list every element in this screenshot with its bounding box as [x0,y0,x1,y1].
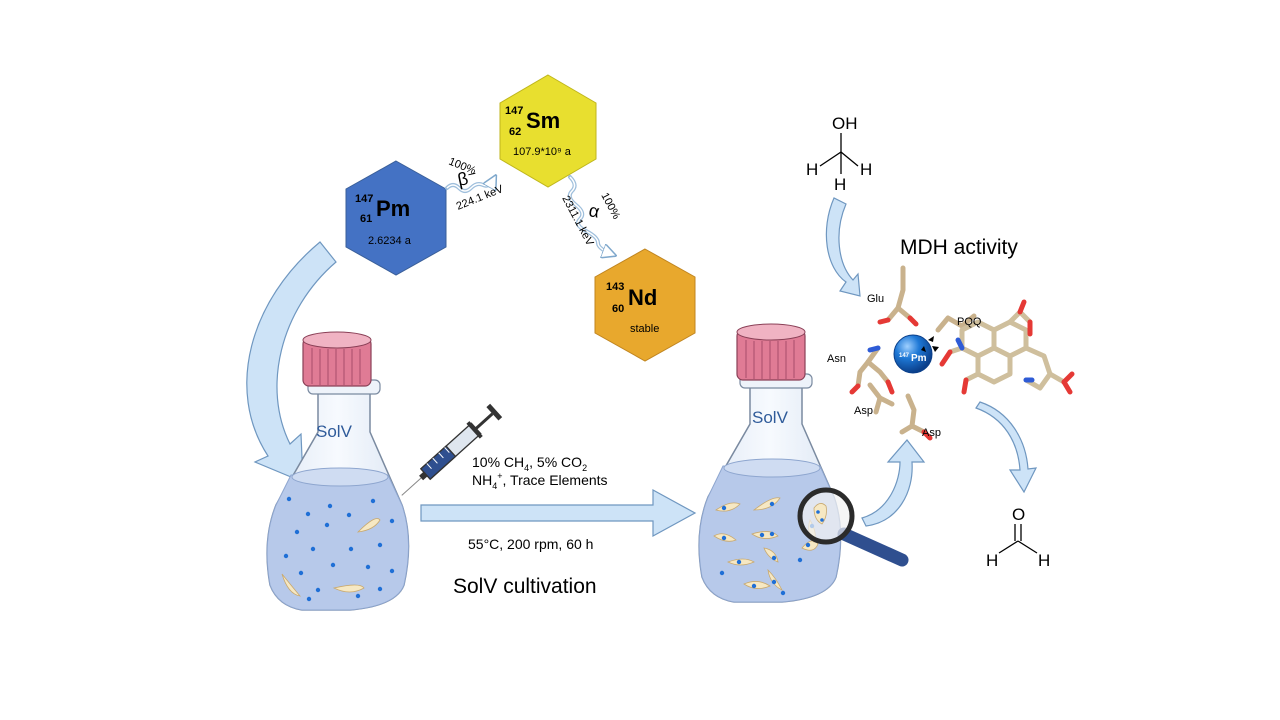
left-flask-cells [281,518,381,597]
formaldehyde-h-right: H [1038,551,1050,570]
nd-mass: 143 [606,281,624,293]
sm-halflife: 107.9*10⁹ a [513,146,572,158]
left-flask-liquid [266,474,409,611]
right-cap-top [736,323,806,341]
methanol-to-enzyme-arrow [825,197,861,297]
feed-nutrient-line: NH4+, Trace Elements [472,471,608,491]
beta-wave-core [446,177,495,192]
gas-sub-2: 2 [582,463,587,473]
svg-text:10% CH4, 5% CO2: 10% CH4, 5% CO2 [472,454,587,473]
residue-asn: Asn [827,353,846,365]
left-flask-label: SolV [316,422,353,441]
left-cap-ridges [311,348,361,385]
left-flask-dots [283,496,395,602]
pm-symbol: Pm [376,196,410,221]
heteroatom-sticks [849,299,1075,441]
gas-sub-1: 4 [524,463,529,473]
pm-ion: 147 Pm [893,334,939,374]
beta-decay-arrow: 100% β⁻ 224.1 keV [445,156,506,213]
methanol-oh: OH [832,114,858,133]
left-cap-top [302,331,372,349]
conditions-text: 55°C, 200 rpm, 60 h [468,536,593,552]
sm-atomic-number: 62 [509,126,521,138]
sm-hex-shape [499,74,597,188]
nd-halflife: stable [630,323,659,335]
pm-halflife: 2.6234 a [368,235,412,247]
pm-mass: 147 [355,193,373,205]
left-liquid-surface [291,467,389,487]
right-cap-ridges [745,340,795,379]
cultivation-title: SolV cultivation [453,575,597,598]
pm-atomic-number: 61 [360,213,372,225]
left-flask: SolV [266,331,410,611]
feed-gas-line: 10% CH4, 5% CO2 [472,454,587,473]
syringe-icon [401,403,503,496]
methanol-h-left: H [806,160,818,179]
formaldehyde-structure: O H H [986,505,1050,570]
magnifier-icon [797,487,909,567]
residue-asp-2: Asp [922,427,941,439]
methanol-structure: OH H H H [806,114,872,194]
sm-symbol: Sm [526,108,560,133]
ion-mass: 147 [899,353,910,359]
nd-143-hexagon: 143 60 Nd stable [594,248,696,362]
active-site-model: Glu Asn Asp Asp PQQ 147 Pm [827,265,1075,441]
beta-symbol: β⁻ [456,166,480,190]
formaldehyde-o: O [1012,505,1025,524]
nh-sub: 4 [492,481,497,491]
methanol-h-right: H [860,160,872,179]
nh-text: NH [472,472,492,488]
nutrient-text: , Trace Elements [503,472,608,488]
residue-sticks [855,265,977,435]
residue-glu: Glu [867,293,884,305]
nd-atomic-number: 60 [612,303,624,315]
right-flask-label: SolV [752,408,789,427]
mdh-activity-title: MDH activity [900,236,1018,259]
pm-147-hexagon: 147 61 Pm 2.6234 a [345,160,447,276]
magnifier-to-mdh-arrow [861,439,926,527]
pqq-label: PQQ [957,316,982,328]
sm-147-hexagon: 147 62 Sm 107.9*10⁹ a [499,74,597,188]
right-liquid-surface [723,458,821,478]
formaldehyde-h-left: H [986,551,998,570]
gas-text-1: 10% CH [472,454,524,470]
methanol-h-bottom: H [834,175,846,194]
alpha-wave-core [569,176,614,255]
nd-hex-shape [594,248,696,362]
radiation-icon [921,336,939,352]
alpha-percent: 100% [598,191,622,222]
nh-sup: + [497,471,502,481]
sm-mass: 147 [505,105,523,117]
cultivation-arrow [420,488,697,538]
ion-symbol: Pm [911,353,927,364]
alpha-symbol: α [587,200,601,222]
alpha-decay-arrow: 100% α 2311.1 keV [559,175,622,255]
pm-to-flask-arrow [246,241,337,483]
svg-text:NH4+, Trace Elements: NH4+, Trace Elements [472,471,608,491]
nd-symbol: Nd [628,285,657,310]
enzyme-to-formaldehyde-arrow [975,401,1038,494]
gas-text-2: , 5% CO [529,454,582,470]
right-flask: SolV [698,323,909,603]
residue-asp-1: Asp [854,405,873,417]
